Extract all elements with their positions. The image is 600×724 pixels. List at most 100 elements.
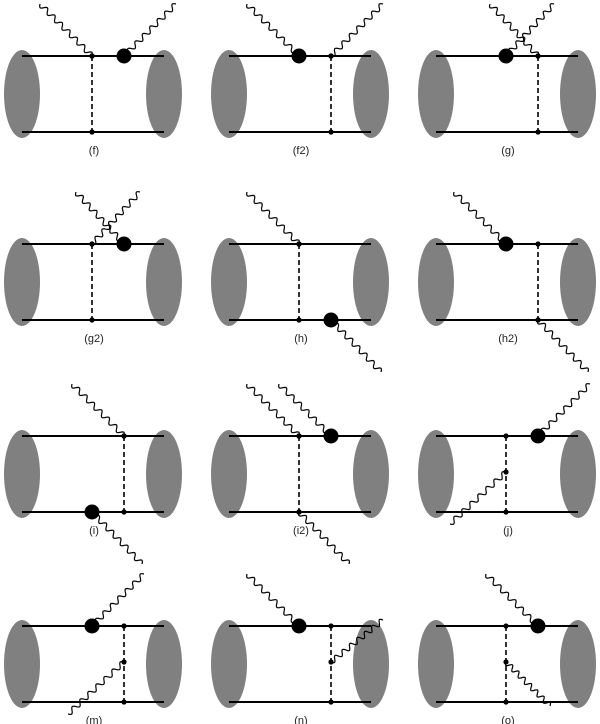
vertex-dot	[296, 509, 302, 515]
vertex-dot	[328, 659, 334, 665]
diagram-label: (g2)	[84, 333, 104, 345]
vertex-dot	[121, 699, 127, 705]
photon-wavy-line	[246, 3, 300, 57]
right-hadron-blob	[353, 238, 389, 326]
right-hadron-blob	[146, 430, 182, 518]
vertex-dot	[328, 53, 334, 59]
vertex-dot	[503, 433, 509, 439]
photon-wavy-line	[505, 3, 555, 57]
photon-wavy-line	[537, 319, 589, 373]
diagram-o: (o)	[418, 573, 596, 724]
left-hadron-blob	[211, 50, 247, 138]
blob-vertex	[530, 428, 546, 444]
vertex-dot	[503, 509, 509, 515]
diagram-label: (j)	[503, 525, 513, 537]
diagram-label: (o)	[501, 715, 514, 724]
vertex-dot	[121, 433, 127, 439]
diagram-label: (g)	[501, 145, 514, 157]
diagram-label: (i2)	[293, 525, 309, 537]
diagram-i2: (i2)	[211, 383, 389, 565]
vertex-dot	[535, 129, 541, 135]
photon-wavy-line	[91, 573, 145, 627]
photon-wavy-line	[91, 191, 141, 245]
photon-wavy-line	[504, 661, 552, 707]
blob-vertex	[323, 428, 339, 444]
right-hadron-blob	[353, 430, 389, 518]
photon-wavy-line	[298, 511, 350, 565]
photon-wavy-line	[485, 573, 539, 627]
vertex-dot	[121, 659, 127, 665]
left-hadron-blob	[4, 50, 40, 138]
diagram-j: (j)	[418, 383, 596, 537]
blob-vertex	[84, 618, 100, 634]
photon-wavy-line	[537, 383, 591, 437]
blob-vertex	[116, 236, 132, 252]
photon-wavy-line	[67, 660, 125, 716]
diagram-g2: (g2)	[4, 191, 182, 345]
left-hadron-blob	[211, 238, 247, 326]
vertex-dot	[296, 317, 302, 323]
diagram-label: (m)	[86, 715, 103, 724]
right-hadron-blob	[146, 238, 182, 326]
left-hadron-blob	[4, 238, 40, 326]
right-hadron-blob	[560, 620, 596, 708]
vertex-dot	[89, 53, 95, 59]
diagram-m: (m)	[4, 573, 182, 724]
blob-vertex	[498, 48, 514, 64]
photon-wavy-line	[278, 383, 332, 437]
photon-wavy-line	[246, 573, 300, 627]
left-hadron-blob	[4, 620, 40, 708]
photon-wavy-line	[246, 191, 300, 245]
vertex-dot	[503, 659, 509, 665]
vertex-dot	[535, 241, 541, 247]
photon-wavy-line	[453, 191, 507, 245]
vertex-dot	[535, 317, 541, 323]
blob-vertex	[84, 504, 100, 520]
vertex-dot	[328, 699, 334, 705]
right-hadron-blob	[146, 620, 182, 708]
left-hadron-blob	[211, 620, 247, 708]
right-hadron-blob	[560, 50, 596, 138]
diagram-label: (i)	[89, 525, 99, 537]
diagram-g: (g)	[418, 3, 596, 157]
vertex-dot	[535, 53, 541, 59]
right-hadron-blob	[146, 50, 182, 138]
blob-vertex	[323, 312, 339, 328]
photon-wavy-line	[246, 383, 300, 437]
photon-wavy-line	[74, 191, 126, 245]
right-hadron-blob	[353, 50, 389, 138]
diagram-label: (f)	[89, 145, 99, 157]
vertex-dot	[296, 433, 302, 439]
left-hadron-blob	[4, 430, 40, 518]
left-hadron-blob	[418, 50, 454, 138]
vertex-dot	[503, 699, 509, 705]
blob-vertex	[498, 236, 514, 252]
vertex-dot	[89, 317, 95, 323]
photon-wavy-line	[39, 3, 93, 57]
diagram-f2: (f2)	[211, 3, 389, 157]
photon-wavy-line	[91, 511, 143, 565]
diagram-label: (n)	[294, 715, 307, 724]
photon-wavy-line	[71, 383, 125, 437]
photon-wavy-line	[330, 618, 384, 664]
vertex-dot	[503, 623, 509, 629]
vertex-dot	[503, 469, 509, 475]
diagram-label: (h)	[294, 333, 307, 345]
right-hadron-blob	[353, 620, 389, 708]
diagram-n: (n)	[211, 573, 389, 724]
photon-wavy-line	[488, 3, 540, 57]
blob-vertex	[116, 48, 132, 64]
left-hadron-blob	[418, 430, 454, 518]
diagram-i: (i)	[4, 383, 182, 565]
vertex-dot	[89, 241, 95, 247]
photon-wavy-line	[449, 470, 507, 526]
diagram-h: (h)	[211, 191, 389, 373]
left-hadron-blob	[211, 430, 247, 518]
left-hadron-blob	[418, 620, 454, 708]
photon-wavy-line	[330, 319, 382, 373]
diagram-h2: (h2)	[418, 191, 596, 373]
left-hadron-blob	[418, 238, 454, 326]
vertex-dot	[296, 241, 302, 247]
vertex-dot	[121, 509, 127, 515]
